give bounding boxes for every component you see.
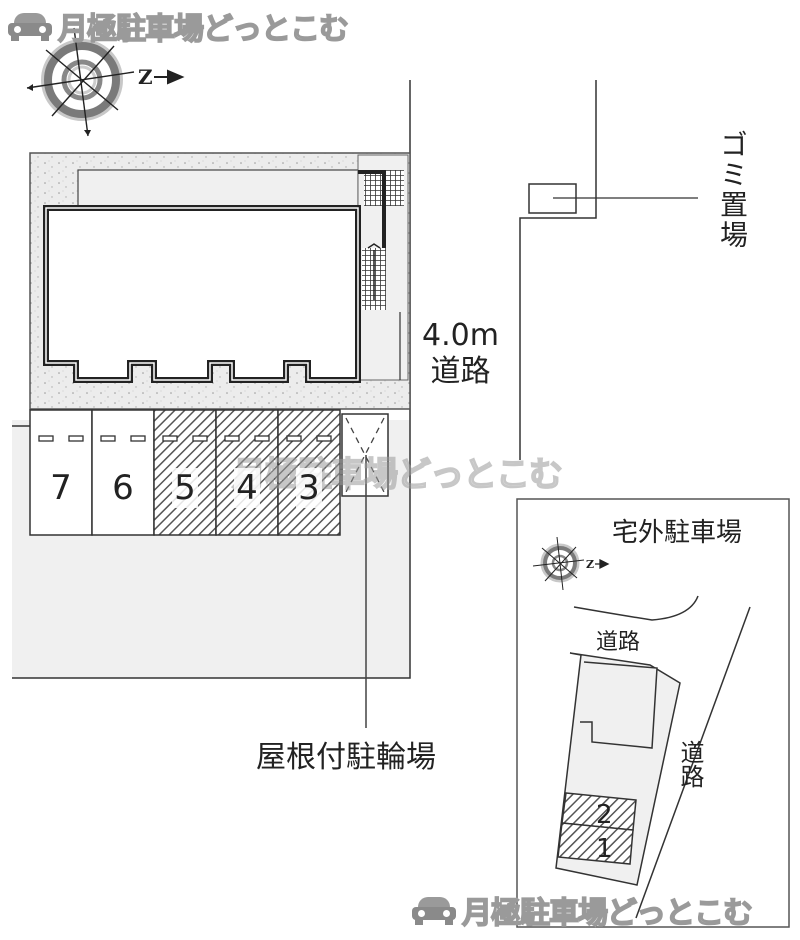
road-name: 道路 bbox=[430, 354, 491, 389]
apartment-building bbox=[43, 205, 361, 383]
bicycle-parking bbox=[341, 413, 389, 728]
road-label: 4.0m 道路 bbox=[422, 318, 499, 390]
road-lines bbox=[519, 80, 698, 460]
brand-watermark-center: 月極駐車場どっとこむ bbox=[231, 454, 564, 496]
garbage-label: ゴミ置場 bbox=[716, 130, 749, 250]
space-number: 5 bbox=[172, 468, 198, 508]
offsite-space-2[interactable]: 2 bbox=[596, 800, 613, 830]
stairs bbox=[358, 170, 404, 310]
brand-name: 月極駐車場どっとこむ bbox=[57, 11, 350, 48]
space-6[interactable]: 6 bbox=[92, 468, 154, 508]
bicycle-parking-label: 屋根付駐輪場 bbox=[256, 740, 436, 775]
svg-text:Z: Z bbox=[586, 558, 594, 571]
space-number: 7 bbox=[48, 468, 74, 508]
offsite-space-1[interactable]: 1 bbox=[596, 834, 613, 864]
space-number: 3 bbox=[296, 468, 322, 508]
offsite-road-side: 道路 bbox=[676, 740, 704, 788]
compass-main: Z bbox=[26, 27, 185, 137]
offsite-map: Z bbox=[516, 498, 790, 928]
space-3[interactable]: 3 bbox=[278, 468, 340, 508]
space-number: 4 bbox=[234, 468, 260, 508]
offsite-title: 宅外駐車場 bbox=[612, 518, 743, 548]
brand-watermark-top: 月極駐車場どっとこむ bbox=[8, 6, 350, 48]
compass-offsite: Z bbox=[532, 536, 610, 591]
brand-watermark-bottom: 月極駐車場どっとこむ bbox=[412, 890, 754, 932]
brand-name: 月極駐車場どっとこむ bbox=[461, 895, 754, 932]
space-7[interactable]: 7 bbox=[30, 468, 92, 508]
space-4[interactable]: 4 bbox=[216, 468, 278, 508]
offsite-road-top: 道路 bbox=[596, 630, 641, 655]
road-width: 4.0m bbox=[422, 318, 499, 353]
svg-text:Z: Z bbox=[138, 65, 153, 89]
car-icon bbox=[412, 895, 456, 925]
space-number: 6 bbox=[110, 468, 136, 508]
car-icon bbox=[8, 11, 52, 41]
space-5[interactable]: 5 bbox=[154, 468, 216, 508]
offsite-spaces bbox=[557, 792, 637, 865]
